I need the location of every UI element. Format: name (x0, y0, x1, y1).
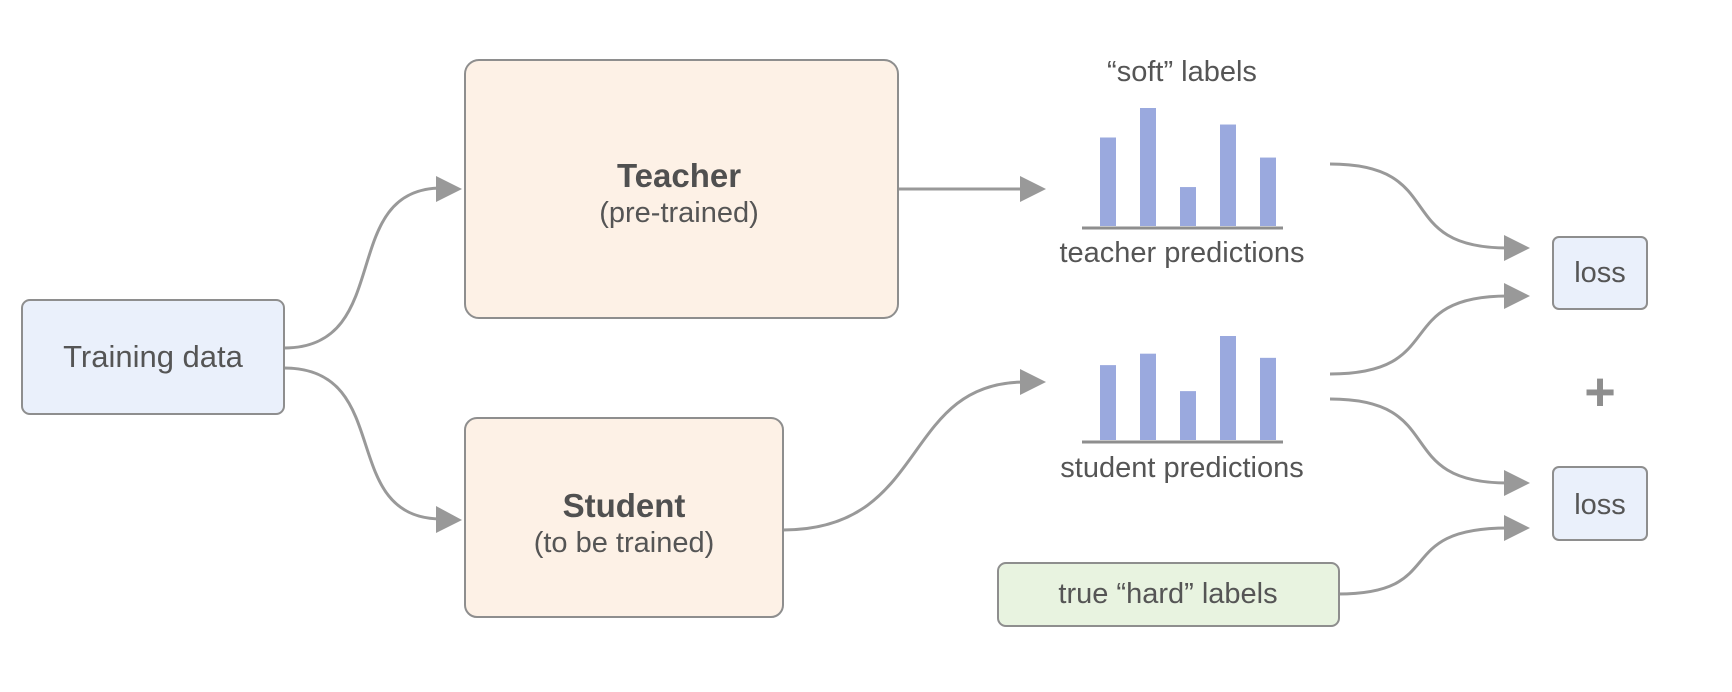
teacher-predictions-chart: “soft” labels teacher predictions (1059, 56, 1304, 269)
hard-labels-node: true “hard” labels (997, 562, 1340, 627)
loss-top-node: loss (1552, 236, 1648, 310)
edge-student-pred-to-loss-bottom (1329, 397, 1509, 485)
arrowhead-loss-bottom-2 (1504, 515, 1530, 541)
student-subtitle: (to be trained) (534, 527, 715, 559)
student-node: Student (to be trained) (464, 417, 784, 618)
edge-teacher-pred-to-loss (1329, 162, 1509, 250)
arrowhead-loss-bottom-1 (1504, 470, 1530, 496)
training-data-label: Training data (63, 339, 244, 374)
teacher-bar-5 (1260, 157, 1276, 226)
arrowhead-teacher (436, 176, 462, 202)
student-title: Student (563, 487, 686, 524)
arrowhead-student (436, 506, 462, 533)
edges (283, 162, 1530, 596)
training-data-node: Training data (21, 299, 285, 415)
teacher-bar-3 (1180, 187, 1196, 226)
edge-data-to-student (283, 366, 443, 521)
student-bar-4 (1220, 336, 1236, 440)
teacher-title: Teacher (617, 157, 741, 194)
student-predictions-chart: student predictions (1060, 336, 1304, 484)
arrowhead-student-predictions (1020, 369, 1046, 395)
student-bar-3 (1180, 391, 1196, 440)
student-predictions-label: student predictions (1060, 452, 1303, 484)
edge-data-to-teacher (283, 186, 443, 350)
hard-labels-label: true “hard” labels (1058, 578, 1277, 610)
loss-bottom-label: loss (1574, 489, 1626, 521)
edge-student-pred-to-loss-top (1329, 294, 1509, 376)
teacher-subtitle: (pre-trained) (599, 197, 759, 229)
edge-hard-labels-to-loss (1337, 526, 1509, 596)
teacher-bar-4 (1220, 124, 1236, 226)
loss-top-label: loss (1574, 257, 1626, 289)
edge-student-to-predictions (782, 380, 1026, 532)
teacher-predictions-label: teacher predictions (1059, 237, 1304, 269)
teacher-node: Teacher (pre-trained) (464, 59, 899, 319)
teacher-bar-1 (1100, 137, 1116, 226)
student-bar-2 (1140, 353, 1156, 440)
soft-labels-caption: “soft” labels (1107, 56, 1257, 88)
student-bar-5 (1260, 357, 1276, 440)
loss-bottom-node: loss (1552, 466, 1648, 541)
arrowhead-teacher-predictions (1020, 176, 1046, 202)
student-bars (1100, 336, 1276, 440)
arrowhead-loss-top-1 (1504, 235, 1530, 261)
teacher-bar-2 (1140, 108, 1156, 226)
plus-sign: + (1584, 362, 1616, 422)
teacher-bars (1100, 108, 1276, 226)
student-bar-1 (1100, 365, 1116, 440)
arrowhead-loss-top-2 (1504, 283, 1530, 309)
